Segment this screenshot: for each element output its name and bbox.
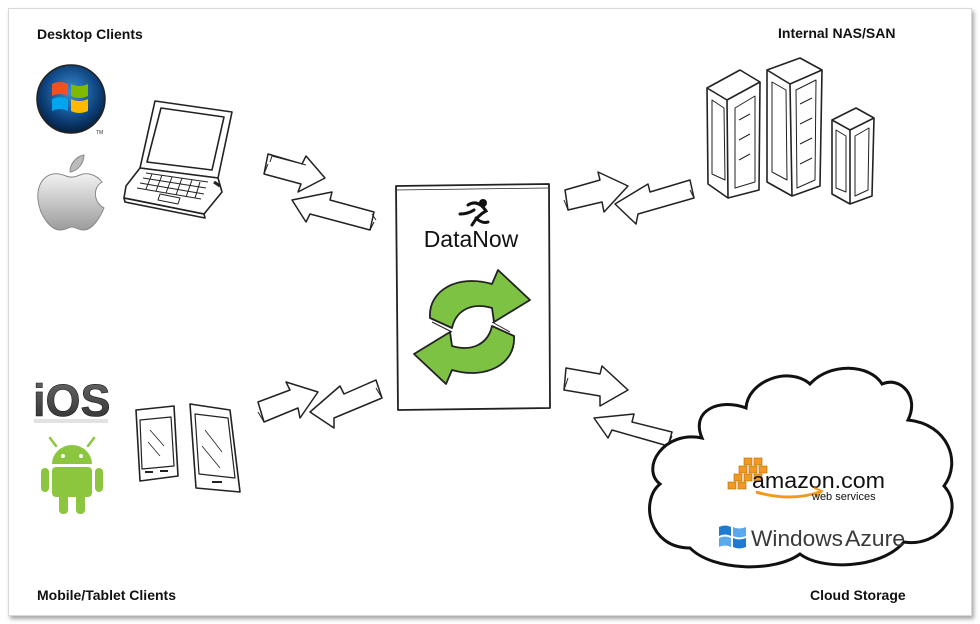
server-small-icon (831, 107, 875, 205)
azure-text: Azure (845, 526, 905, 551)
cloud-storage-shape (648, 366, 954, 569)
mobile-clients-label: Mobile/Tablet Clients (37, 587, 176, 603)
sync-arrow-hub-to-mobile (309, 379, 383, 429)
windows-text: Windows (751, 526, 843, 551)
windows-azure-logo: Windows Azure (719, 525, 905, 551)
server-tower-icon (766, 57, 823, 197)
sync-arrow-hub-to-nas (563, 171, 629, 213)
windows-flag-icon (719, 525, 746, 549)
amazon-smile-icon (755, 490, 821, 499)
sync-arrow-desktop-to-hub (263, 153, 326, 193)
windows-logo-icon: TM (36, 64, 106, 136)
sync-cycle-icon (413, 269, 531, 385)
datanow-brand-text: DataNow (424, 226, 519, 252)
server-rack-icon (706, 69, 761, 199)
smartphone-icon (135, 405, 179, 482)
aws-cubes-icon (727, 457, 768, 490)
sync-arrow-hub-to-cloud (563, 365, 629, 407)
tablet-icon (189, 403, 241, 493)
android-logo-icon (41, 436, 103, 514)
internal-storage-label: Internal NAS/SAN (778, 25, 896, 41)
ios-logo-icon: iOS (33, 375, 111, 427)
sync-arrow-nas-to-hub (614, 179, 695, 225)
ios-logo-text: iOS (33, 375, 111, 426)
apple-logo-icon (37, 154, 105, 231)
trademark-text: TM (96, 130, 103, 136)
amazon-web-services-logo: amazon.com web services (727, 457, 885, 503)
sync-arrow-cloud-to-hub (593, 413, 673, 447)
sync-arrow-hub-to-desktop (291, 191, 377, 231)
laptop-icon (123, 100, 233, 219)
sync-arrow-mobile-to-hub (257, 381, 319, 423)
datanow-hub: DataNow (395, 183, 551, 411)
runner-icon (458, 199, 490, 227)
amazon-sub-text: web services (811, 491, 876, 503)
desktop-clients-label: Desktop Clients (37, 26, 143, 42)
cloud-storage-label: Cloud Storage (810, 587, 906, 603)
